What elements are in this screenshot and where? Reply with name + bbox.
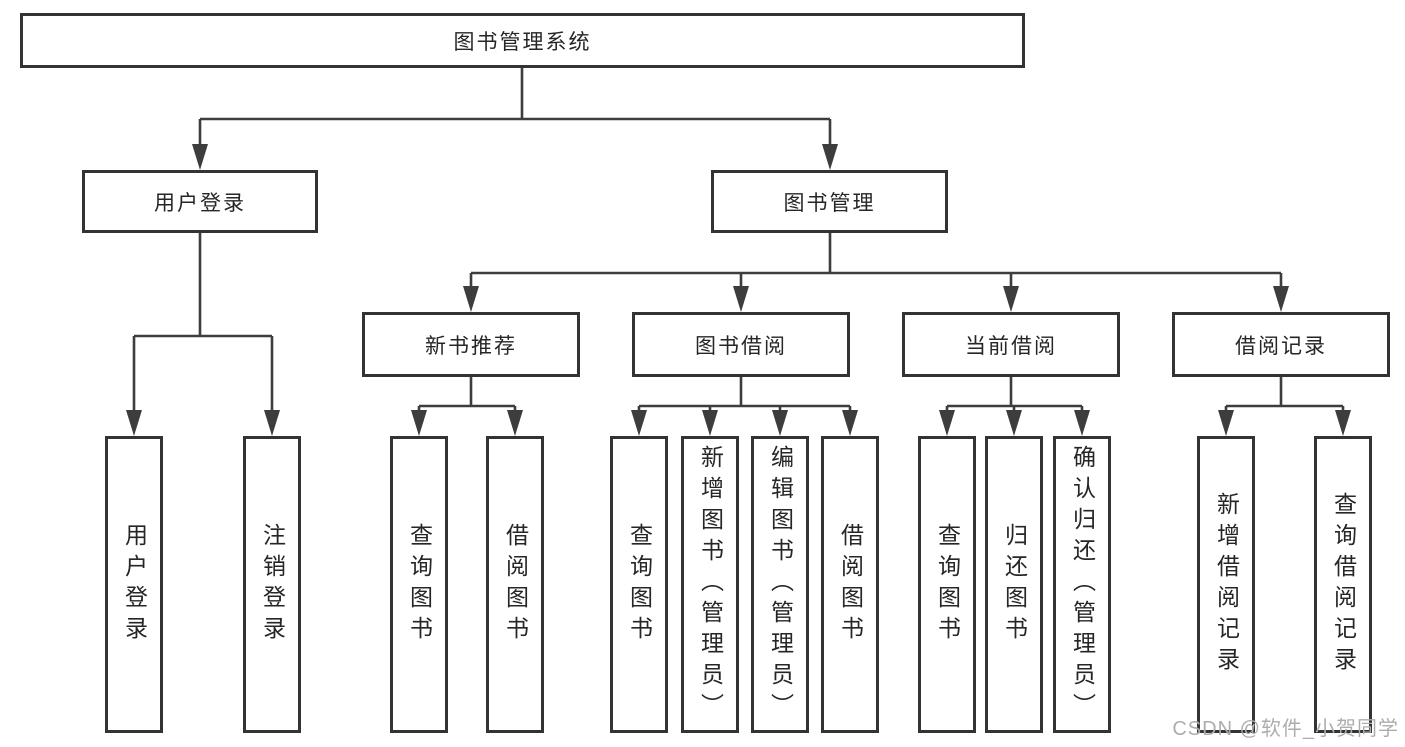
tree-edges [132, 68, 1345, 416]
leaf-borrow-books: 借阅图书 [486, 436, 544, 733]
leaf-label: 编辑图书（管理员） [767, 445, 794, 724]
leaf-label: 注销登录 [259, 522, 286, 647]
leaf-label: 查询图书 [406, 522, 433, 647]
leaf-label: 借阅图书 [502, 522, 529, 647]
leaf-label: 查询图书 [934, 522, 961, 647]
leaf-confirm-return-admin: 确认归还（管理员） [1053, 436, 1111, 733]
leaf-query-books: 查询图书 [390, 436, 448, 733]
node-current-borrowing: 当前借阅 [902, 312, 1120, 377]
leaf-query-borrow-record: 查询借阅记录 [1314, 436, 1372, 733]
leaf-label: 新增借阅记录 [1213, 491, 1240, 678]
leaf-query-books: 查询图书 [610, 436, 668, 733]
node-book-management: 图书管理 [711, 170, 948, 233]
leaf-add-books-admin: 新增图书（管理员） [681, 436, 739, 733]
node-user-login: 用户登录 [82, 170, 318, 233]
arrowheads [126, 144, 1351, 436]
leaf-return-books: 归还图书 [985, 436, 1043, 733]
leaf-label: 借阅图书 [837, 522, 864, 647]
leaf-label: 查询借阅记录 [1330, 491, 1357, 678]
leaf-label: 新增图书（管理员） [697, 445, 724, 724]
csdn-watermark: CSDN @软件_小贺同学 [1172, 718, 1399, 740]
leaf-label: 用户登录 [121, 522, 148, 647]
leaf-user-login: 用户登录 [105, 436, 163, 733]
leaf-edit-books-admin: 编辑图书（管理员） [751, 436, 809, 733]
leaf-query-books: 查询图书 [918, 436, 976, 733]
leaf-logout: 注销登录 [243, 436, 301, 733]
node-root-system: 图书管理系统 [20, 13, 1025, 68]
leaf-add-borrow-record: 新增借阅记录 [1197, 436, 1255, 733]
leaf-label: 查询图书 [626, 522, 653, 647]
leaf-label: 确认归还（管理员） [1069, 445, 1096, 724]
leaf-label: 归还图书 [1001, 522, 1028, 647]
node-borrow-records: 借阅记录 [1172, 312, 1390, 377]
node-book-borrowing: 图书借阅 [632, 312, 850, 377]
node-new-book-recommend: 新书推荐 [362, 312, 580, 377]
leaf-borrow-books: 借阅图书 [821, 436, 879, 733]
